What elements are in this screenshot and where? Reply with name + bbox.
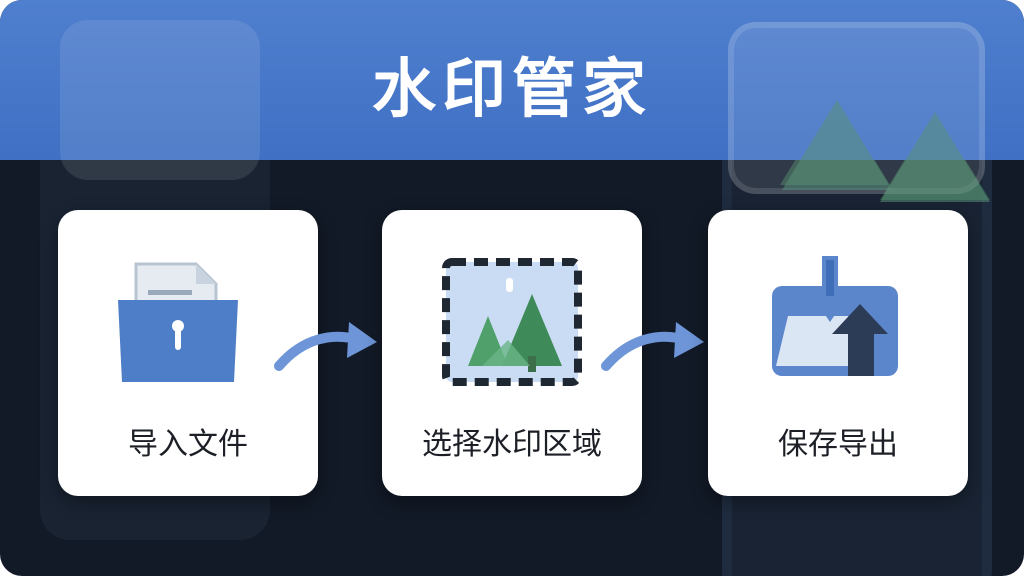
step-card-select-area[interactable]: 选择水印区域: [382, 210, 642, 496]
header-tree-icon: [782, 100, 892, 190]
import-file-icon: [118, 262, 238, 382]
arrow-right-icon: [601, 322, 704, 371]
save-export-icon: [772, 256, 898, 376]
header-banner: 水印管家: [0, 0, 1024, 202]
step-card-import[interactable]: 导入文件: [58, 210, 318, 496]
header-tree-icon: [880, 112, 990, 202]
arrow-right-icon: [274, 322, 377, 371]
step-label-import: 导入文件: [128, 427, 248, 462]
app-title: 水印管家: [372, 53, 652, 127]
step-card-save-export[interactable]: 保存导出: [708, 210, 968, 496]
step-label-select-area: 选择水印区域: [422, 427, 602, 462]
step-label-save-export: 保存导出: [778, 427, 898, 462]
select-area-icon: [442, 258, 582, 386]
header-background-card: [60, 20, 260, 180]
